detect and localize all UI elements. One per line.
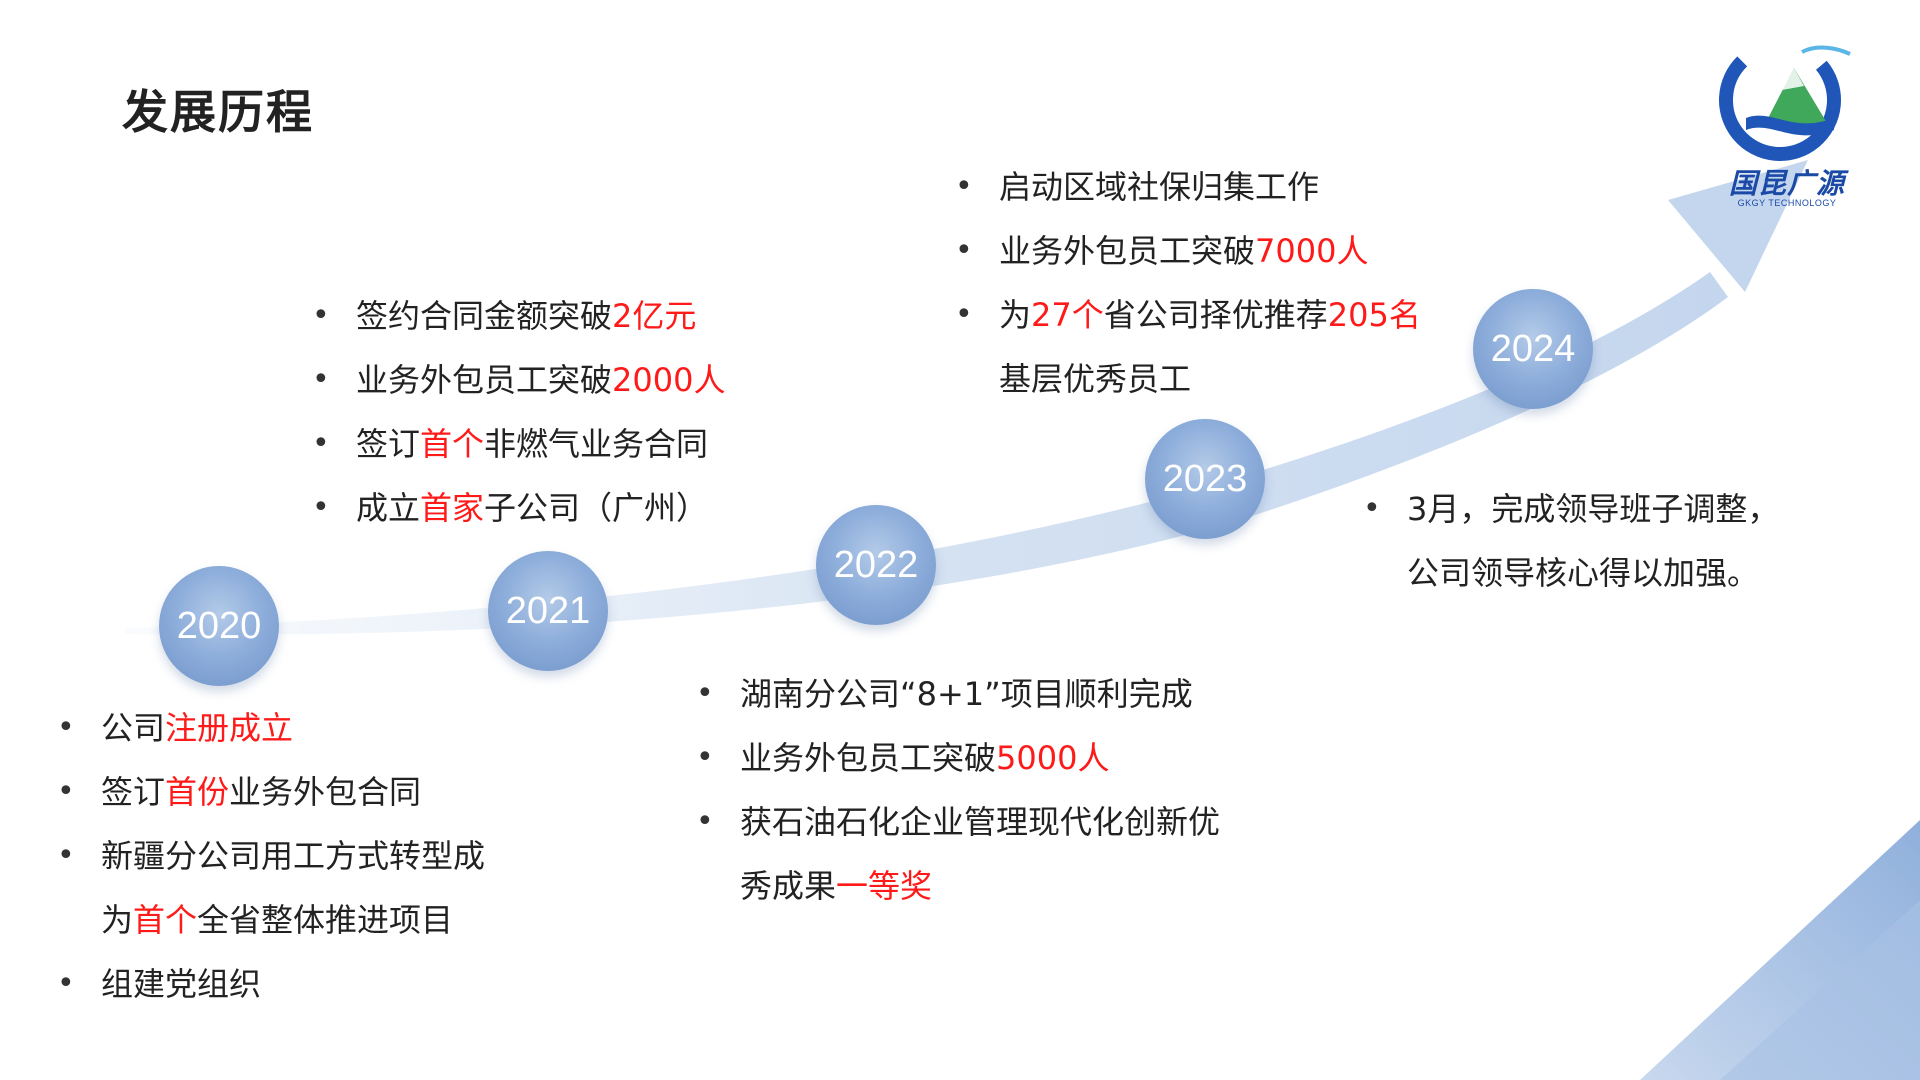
logo-name: 国昆广源 [1728,168,1845,199]
bullet-dot-icon: • [696,804,714,839]
milestone-item: • 业务外包员工突破2000人 [310,348,725,412]
highlight-text: 27个 [1031,296,1104,334]
bullet-dot-icon: • [57,774,75,809]
year-label: 2024 [1490,327,1576,370]
milestone-item: • 公司注册成立 [55,696,485,760]
bullet-dot-icon: • [955,297,973,332]
milestone-text: 新疆分公司用工方式转型成 [101,837,486,875]
year-node-2021: 2021 [488,551,608,671]
milestone-text: 业务外包员工突破 [356,361,613,399]
highlight-text: 205名 [1327,296,1421,334]
company-logo: 国昆广源 GKGY TECHNOLOGY [1712,38,1862,218]
milestone-text: 业务外包员工突破 [740,739,997,777]
milestone-item: • 业务外包员工突破7000人 [953,219,1421,283]
milestone-text: 获石油石化企业管理现代化创新优 [740,803,1221,841]
milestone-text: 业务外包员工突破 [999,232,1256,270]
page-title: 发展历程 [122,85,314,139]
milestone-text: 为 [999,296,1032,334]
bullet-dot-icon: • [57,710,75,745]
bullet-dot-icon: • [312,490,330,525]
milestone-text: 签订 [356,425,421,463]
milestone-item: • 签订首个非燃气业务合同 [310,412,725,476]
year-node-2022: 2022 [816,505,936,625]
milestone-text: 省公司择优推荐 [1103,296,1328,334]
highlight-text: 首家 [420,489,485,527]
milestone-text: 全省整体推进项目 [197,901,454,939]
highlight-text: 首个 [420,425,485,463]
milestone-text: 签约合同金额突破 [356,297,613,335]
milestone-text: 3月，完成领导班子调整， [1407,490,1780,528]
milestones-2021: • 签约合同金额突破2亿元 • 业务外包员工突破2000人 • 签订首个非燃气业务合同 • 成… [310,284,725,540]
highlight-text: 注册成立 [165,709,294,747]
year-node-2024: 2024 [1473,289,1593,409]
milestone-text: 公司领导核心得以加强。 [1407,554,1760,592]
milestone-item: • 3月，完成领导班子调整， [1361,477,1779,541]
bullet-dot-icon: • [312,362,330,397]
milestone-item: 基层优秀员工 [953,347,1421,411]
highlight-text: 2000人 [612,361,726,399]
year-node-2020: 2020 [159,566,279,686]
milestones-2020: •公司注册成立•签订首份业务外包合同•新疆分公司用工方式转型成为首个全省整体推进… [55,696,485,1016]
bullet-dot-icon: • [955,169,973,204]
milestone-text: 非燃气业务合同 [484,425,709,463]
milestone-item: • 签约合同金额突破2亿元 [310,284,725,348]
bullet-dot-icon: • [955,233,973,268]
milestone-text: 为 [101,901,134,939]
milestone-item: • 启动区域社保归集工作 [953,155,1421,219]
milestone-text: 业务外包合同 [229,773,422,811]
highlight-text: 首份 [165,773,230,811]
milestone-text: 组建党组织 [101,965,262,1003]
milestones-2024: • 3月，完成领导班子调整， 公司领导核心得以加强。 [1361,477,1779,605]
milestones-2023: • 启动区域社保归集工作 • 业务外包员工突破7000人 • 为27个省公司择优推荐205… [953,155,1421,411]
bullet-dot-icon: • [312,426,330,461]
milestone-item: • 新疆分公司用工方式转型成 [55,824,485,888]
bullet-dot-icon: • [57,838,75,873]
highlight-text: 5000人 [996,739,1110,777]
milestone-item: 为首个全省整体推进项目 [55,888,485,952]
highlight-text: 一等奖 [836,867,933,905]
milestone-item: • 组建党组织 [55,952,485,1016]
milestone-item: 公司领导核心得以加强。 [1361,541,1779,605]
bullet-dot-icon: • [696,740,714,775]
milestone-item: • 成立首家子公司（广州） [310,476,725,540]
timeline-arrow-head [1668,160,1808,292]
milestone-text: 湖南分公司“8+1”项目顺利完成 [740,675,1193,713]
milestone-text: 公司 [101,709,166,747]
year-node-2023: 2023 [1145,419,1265,539]
milestone-item: • 签订首份业务外包合同 [55,760,485,824]
milestone-item: • 为27个省公司择优推荐205名 [953,283,1421,347]
milestone-text: 子公司（广州） [484,489,709,527]
bullet-dot-icon: • [696,676,714,711]
bullet-dot-icon: • [1363,491,1381,526]
bullet-dot-icon: • [312,298,330,333]
milestone-text: 签订 [101,773,166,811]
year-label: 2020 [176,604,262,647]
milestone-text: 启动区域社保归集工作 [999,168,1320,206]
milestone-item: • 业务外包员工突破5000人 [694,726,1220,790]
milestone-item: • 获石油石化企业管理现代化创新优 [694,790,1220,854]
milestone-text: 基层优秀员工 [999,360,1192,398]
year-label: 2022 [833,543,919,586]
highlight-text: 首个 [133,901,198,939]
milestone-item: • 湖南分公司“8+1”项目顺利完成 [694,662,1220,726]
logo-mark-icon [1719,39,1851,161]
logo-subtitle: GKGY TECHNOLOGY [1737,198,1837,208]
highlight-text: 7000人 [1255,232,1369,270]
year-label: 2023 [1162,457,1248,500]
milestones-2022: • 湖南分公司“8+1”项目顺利完成 • 业务外包员工突破5000人 • 获石油石化企业管… [694,662,1220,918]
milestone-item: 秀成果一等奖 [694,854,1220,918]
corner-triangle-light [1720,900,1920,1080]
year-label: 2021 [505,589,591,632]
milestone-text: 秀成果 [740,867,837,905]
bullet-dot-icon: • [57,966,75,1001]
milestone-text: 成立 [356,489,421,527]
highlight-text: 2亿元 [612,297,697,335]
